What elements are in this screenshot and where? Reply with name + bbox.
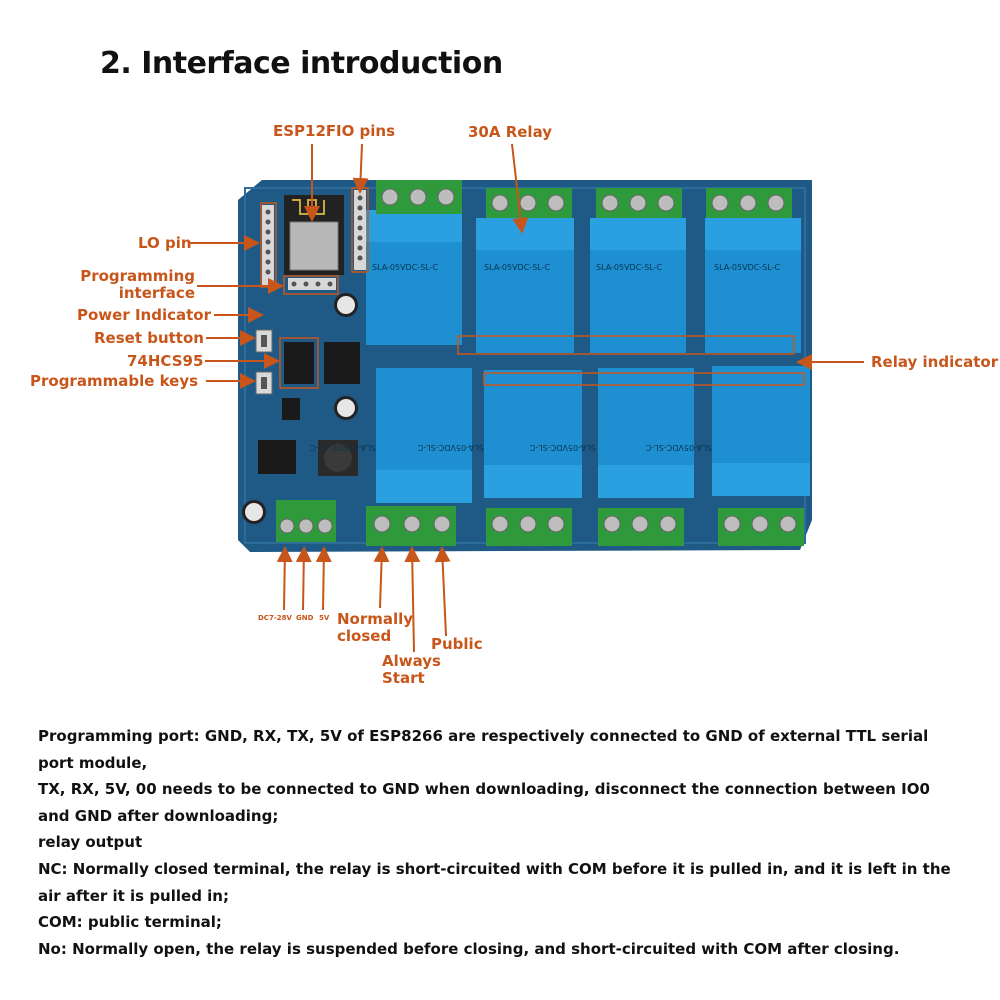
description-line: air after it is pulled in; <box>38 886 229 905</box>
label-gnd: GND <box>296 614 314 622</box>
description-line: No: Normally open, the relay is suspende… <box>38 939 900 958</box>
programmable-key[interactable] <box>255 371 273 395</box>
description-line: TX, RX, 5V, 00 needs to be connected to … <box>38 780 930 799</box>
description-text: Programming port: GND, RX, TX, 5V of ESP… <box>38 723 973 962</box>
board-diagram: SLA-05VDC-SL-C SLA-05VDC-SL-C SLA-05VDC-… <box>190 143 864 653</box>
esp12f-module <box>284 195 344 275</box>
label-dc-input: DC7-28V <box>258 614 292 622</box>
label-reset-button: Reset button <box>94 329 204 347</box>
relay-model-text: SLA-05VDC-SL-C <box>596 263 662 272</box>
relay-top-3: SLA-05VDC-SL-C <box>590 218 686 353</box>
highlight-boxes <box>260 187 805 389</box>
terminal-screws-bottom <box>373 515 797 533</box>
relay-bottom-4: SLA-05VDC-SL-C <box>646 366 810 496</box>
relay-model-text: SLA-05VDC-SL-C <box>418 443 484 452</box>
label-programmable-keys: Programmable keys <box>30 372 199 390</box>
label-5v: 5V <box>319 614 330 622</box>
lo-pin-header <box>262 205 274 285</box>
relay-model-text: SLA-05VDC-SL-C <box>484 263 550 272</box>
relay-bottom-1: SLA-05VDC-SL-C <box>310 368 472 503</box>
label-lo-pin: LO pin <box>138 234 192 252</box>
relay-model-text: SLA-05VDC-SL-C <box>530 443 596 452</box>
label-public: Public <box>431 635 483 653</box>
ic-74hcs95 <box>258 342 360 476</box>
label-74hcs95: 74HCS95 <box>127 352 204 370</box>
label-30a-relay: 30A Relay <box>468 123 553 141</box>
relay-model-text: SLA-05VDC-SL-C <box>646 443 712 452</box>
label-always-start: Always Start <box>382 652 441 687</box>
relay-top-1: SLA-05VDC-SL-C <box>366 210 462 345</box>
description-line: relay output <box>38 833 143 852</box>
relay-bottom-2: SLA-05VDC-SL-C <box>418 370 582 498</box>
terminal-screws-top <box>381 188 785 212</box>
annotation-arrows <box>190 143 864 653</box>
label-power-indicator: Power Indicator <box>77 306 211 324</box>
relay-bottom-3: SLA-05VDC-SL-C <box>530 368 694 498</box>
power-terminal <box>276 500 336 542</box>
reset-button[interactable] <box>255 329 273 353</box>
label-normally-closed: Normally closed <box>337 610 414 645</box>
relay-model-text: SLA-05VDC-SL-C <box>372 263 438 272</box>
description-line: port module, <box>38 753 148 772</box>
description-line: COM: public terminal; <box>38 913 222 932</box>
page-title: 2. Interface introduction <box>100 46 503 81</box>
relay-model-text: SLA-05VDC-SL-C <box>714 263 780 272</box>
label-io-pins: IO pins <box>336 122 396 140</box>
programming-interface-header <box>288 278 336 290</box>
description-line: and GND after downloading; <box>38 806 279 825</box>
label-programming-interface: Programming interface <box>80 267 195 302</box>
io-pin-header <box>354 190 366 270</box>
label-relay-indicator: Relay indicator <box>871 353 999 371</box>
capacitor <box>242 293 358 524</box>
relay-model-text: SLA-05VDC-SL-C <box>310 443 376 452</box>
description-line: Programming port: GND, RX, TX, 5V of ESP… <box>38 727 929 745</box>
description-line: NC: Normally closed terminal, the relay … <box>38 859 951 878</box>
relay-top-4: SLA-05VDC-SL-C <box>705 218 801 353</box>
label-esp12f: ESP12F <box>273 122 337 140</box>
relay-top-2: SLA-05VDC-SL-C <box>476 218 574 353</box>
